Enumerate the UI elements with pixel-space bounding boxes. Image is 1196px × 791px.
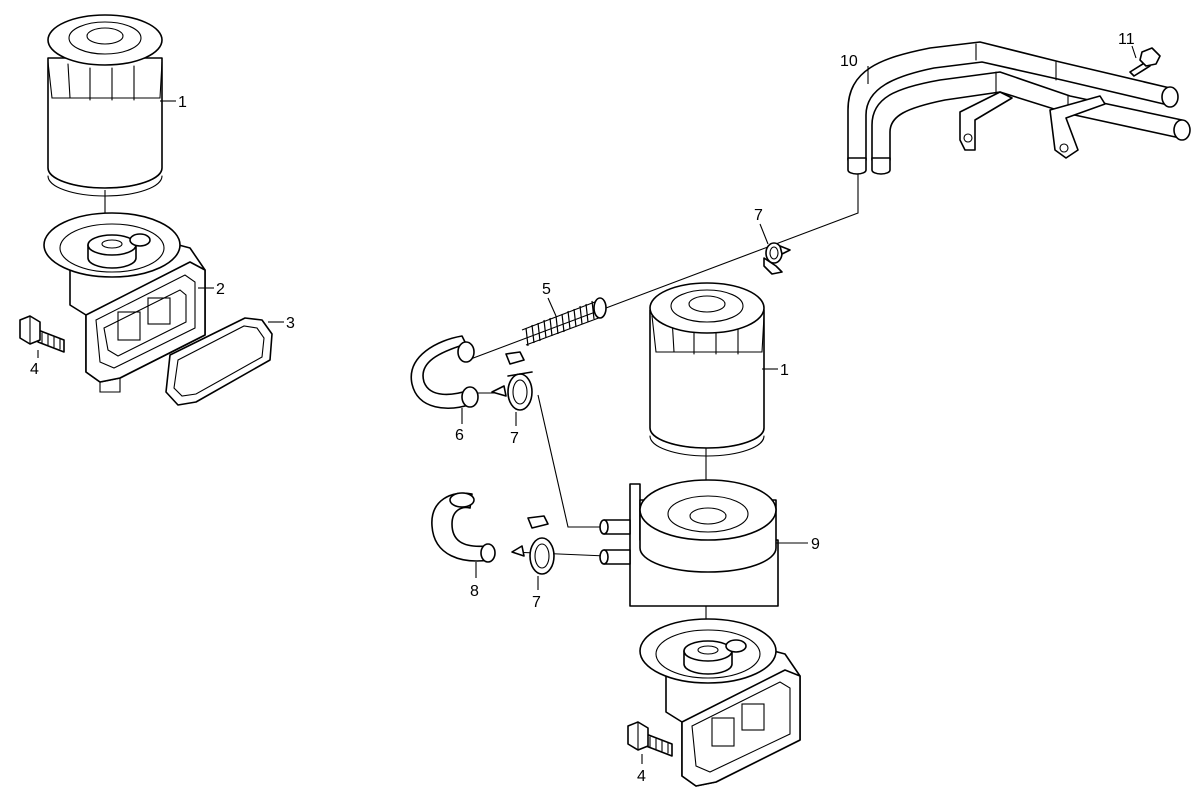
- callout-5: 5: [542, 281, 551, 298]
- callout-3: 3: [286, 315, 295, 332]
- callout-6: 6: [455, 427, 464, 444]
- hose-clamp-top: [763, 242, 791, 275]
- oil-filter-center: [649, 282, 765, 457]
- callout-8: 8: [470, 583, 479, 600]
- hose-6: [410, 335, 479, 409]
- callout-4-left: 4: [30, 361, 39, 378]
- filter-housing-lower: [639, 618, 801, 787]
- callout-4-lower: 4: [637, 768, 646, 785]
- oil-filter-left: [47, 14, 163, 197]
- callout-9: 9: [811, 536, 820, 553]
- hose-clamp-middle: [491, 351, 533, 411]
- bolt-small-pipe: [1129, 47, 1161, 77]
- callout-11: 11: [1118, 31, 1135, 48]
- callout-7-top: 7: [754, 207, 763, 224]
- hose-8: [431, 492, 496, 563]
- bolt-lower: [627, 721, 673, 757]
- callout-7-middle: 7: [510, 430, 519, 447]
- coolant-pipe-assembly: [847, 41, 1191, 175]
- callout-7-lower: 7: [532, 594, 541, 611]
- hose-clamp-lower: [511, 515, 555, 575]
- callout-2: 2: [216, 281, 225, 298]
- callout-1-center: 1: [780, 362, 789, 379]
- callout-1-left: 1: [178, 94, 187, 111]
- spring-sleeve: [521, 297, 607, 347]
- bolt-left: [19, 315, 65, 353]
- oil-cooler: [599, 479, 779, 607]
- filter-housing-left: [43, 212, 206, 393]
- gasket: [165, 317, 273, 406]
- cooler-assembly: 10 11 7 5 6 7 1 9 8 7 4: [410, 31, 1191, 787]
- left-assembly: 1 2 3 4: [19, 14, 295, 406]
- callout-10: 10: [840, 53, 858, 70]
